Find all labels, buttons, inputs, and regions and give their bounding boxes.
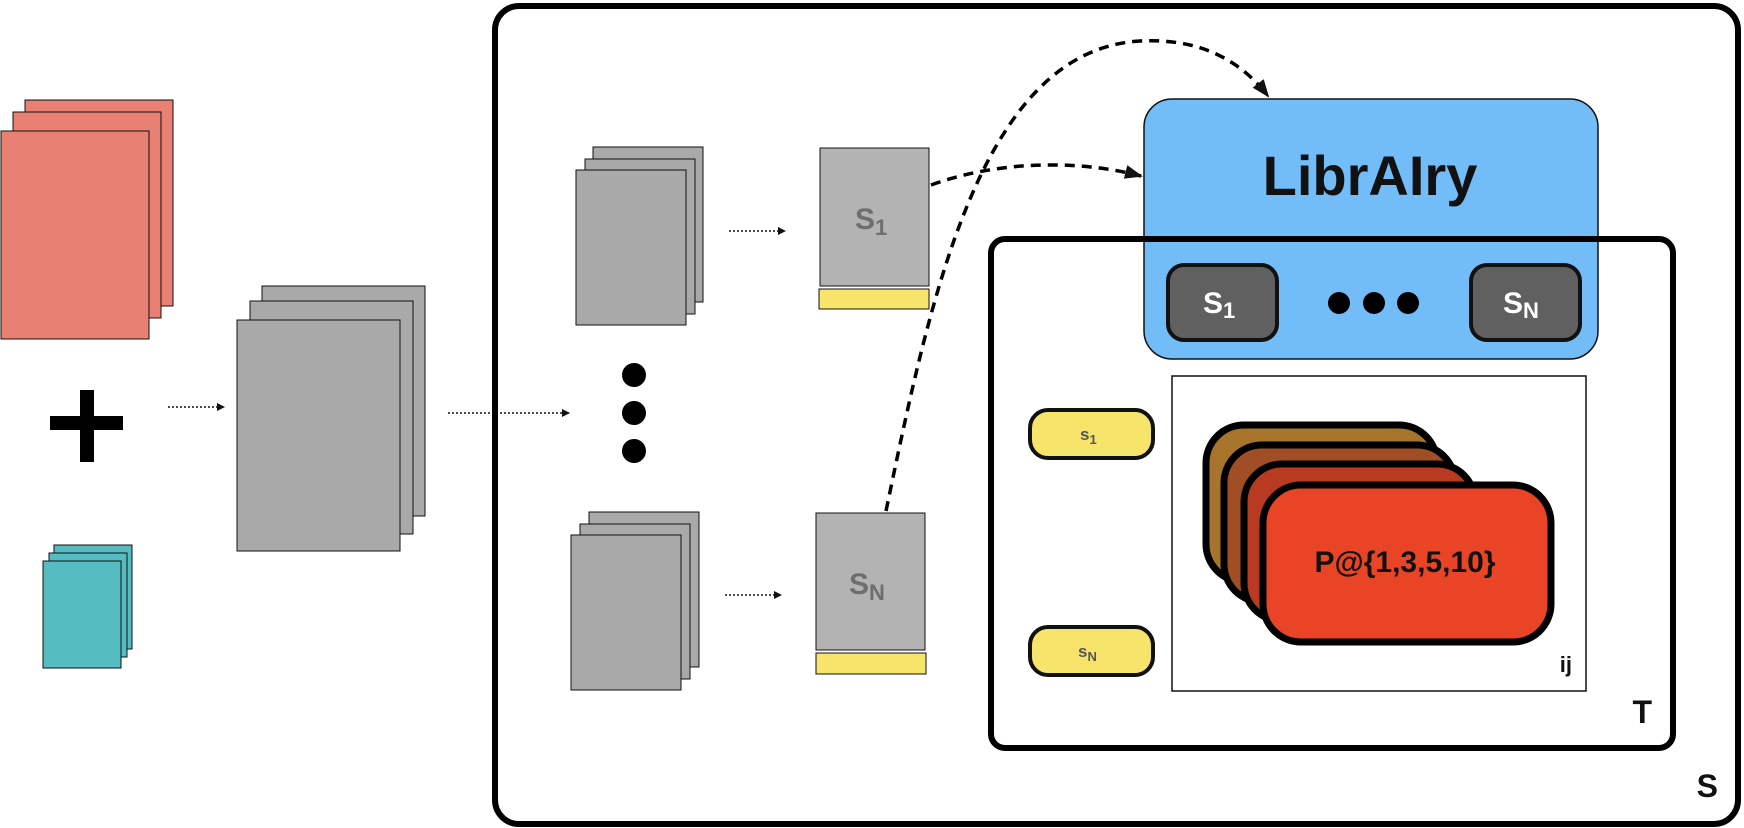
strategy-doc-top: S1 [819,147,930,287]
plus-icon [50,390,123,462]
combined-docs-stack [236,285,426,552]
test-box-label: T [1632,694,1652,730]
library-chip-last: SN [1469,263,1582,342]
library-chip-first: S1 [1166,263,1279,342]
strategy-doc-bottom: SN [815,512,926,651]
strategy-doc-top-label: S1 [855,203,887,240]
svg-text:sN: sN [1078,642,1097,664]
horizontal-ellipsis-icon [1328,292,1419,314]
system-box-label: S [1697,768,1718,804]
metric-label: P@{1,3,5,10} [1314,546,1495,579]
svg-text:SN: SN [1503,287,1539,323]
strategy-tag-top [818,288,930,310]
arrow-strategy-top-to-library [930,163,1143,187]
strategy-doc-bottom-label: SN [849,568,885,605]
split-docs-stack-top [575,146,704,326]
arrow-strategy-bottom-to-library [884,38,1270,512]
test-tag-last: sN [1028,625,1155,677]
strategy-tag-bottom [815,652,927,675]
metric-index-label: ij [1560,652,1572,677]
system-box [492,3,1741,827]
svg-text:s1: s1 [1080,425,1097,447]
test-tag-first: s1 [1028,408,1155,460]
svg-text:S1: S1 [1203,287,1235,323]
input-docs-stack-teal [42,544,133,669]
library-title: LibrAIry [1263,144,1478,207]
split-docs-stack-bottom [570,511,700,691]
input-docs-stack-red [0,99,174,340]
metric-cards-stack: P@{1,3,5,10} [1202,421,1555,646]
vertical-ellipsis-icon [622,363,646,463]
